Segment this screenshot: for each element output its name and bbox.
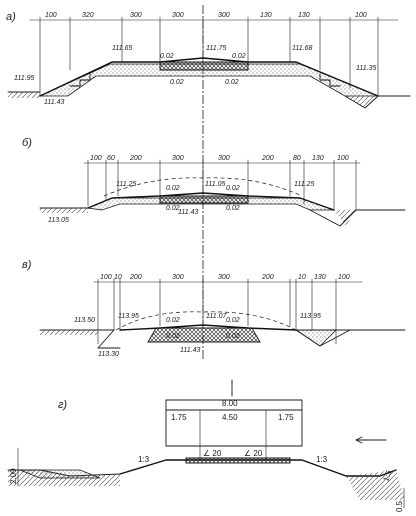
- slope-v-3: 0.02: [166, 333, 180, 340]
- elev-b-4: 113.05: [48, 217, 69, 224]
- elev-v-3: 113.95: [300, 313, 321, 320]
- dim-b-8: 130: [312, 155, 324, 162]
- width-total-g: 8.00: [222, 399, 238, 408]
- pavement-b: [159, 195, 249, 204]
- slope-a-4: 0.02: [225, 79, 239, 86]
- height-g-1: 2.00: [9, 468, 18, 484]
- dim-b-6: 200: [261, 155, 274, 162]
- angle-g-2: ∠ 20: [244, 449, 263, 458]
- dim-b-1: 100: [90, 155, 102, 162]
- dim-v-6: 200: [261, 274, 274, 281]
- dim-v-7: 10: [298, 274, 306, 281]
- elev-a-4: 111.95: [14, 75, 34, 82]
- slope-v-1: 0.02: [166, 317, 180, 324]
- elev-b-5: 111.43: [178, 209, 198, 216]
- dim-b-9: 100: [337, 155, 349, 162]
- slope-a-3: 0.02: [170, 79, 184, 86]
- label-g: г): [58, 399, 67, 411]
- slope-g-2: 1:3: [316, 455, 328, 464]
- dim-a-2: 320: [82, 12, 94, 19]
- dim-b-5: 300: [218, 155, 230, 162]
- pavement-g: [185, 457, 291, 464]
- slope-g-1: 1:3: [138, 455, 150, 464]
- dim-v-1: 100: [100, 274, 112, 281]
- elev-a-1: 111.65: [112, 45, 132, 52]
- slope-a-2: 0.02: [232, 53, 246, 60]
- slope-b-2: 0.02: [226, 185, 240, 192]
- elev-v-5: 113.30: [98, 351, 119, 358]
- dim-a-5: 300: [218, 12, 230, 19]
- slope-b-3: 0.02: [166, 205, 180, 212]
- section-b: б) 100 60 200 300 300 200 80 130 100: [22, 137, 406, 227]
- dim-v-5: 300: [218, 274, 230, 281]
- elev-a-3: 111.68: [292, 45, 312, 52]
- direction-arrow-icon: [355, 436, 387, 444]
- dim-v-4: 300: [172, 274, 184, 281]
- elev-a-2: 111.75: [206, 45, 226, 52]
- slope-b-1: 0.02: [166, 185, 180, 192]
- section-v: в) 100 10 200 300 300 200 10 130 100: [22, 259, 406, 358]
- section-g: г) 8.00 1.75 4.50 1.75 ∠ 20 ∠ 20 2.00 0.…: [7, 379, 405, 512]
- dim-g-1: 1.75: [171, 413, 187, 422]
- dim-b-7: 80: [293, 155, 301, 162]
- dim-v-2: 10: [114, 274, 122, 281]
- pavement-a: [159, 61, 249, 71]
- label-b: б): [22, 137, 32, 149]
- pavement-v: [147, 327, 261, 343]
- dim-frame-g: [165, 399, 303, 447]
- slope-g-3: 1:5: [381, 469, 393, 483]
- slope-v-2: 0.02: [226, 317, 240, 324]
- dim-a-1: 100: [45, 12, 57, 19]
- elev-v-6: 111.43: [180, 347, 200, 354]
- slope-v-4: 0.02: [226, 333, 240, 340]
- elev-a-5: 111.35: [356, 65, 376, 72]
- angle-g-1: ∠ 20: [203, 449, 222, 458]
- label-v: в): [22, 259, 32, 271]
- dim-g-2: 4.50: [222, 413, 238, 422]
- elev-b-3: 111.25: [294, 181, 314, 188]
- elev-b-1: 111.25: [116, 181, 136, 188]
- dim-v-8: 130: [314, 274, 326, 281]
- slope-b-4: 0.02: [226, 205, 240, 212]
- dim-v-9: 100: [338, 274, 350, 281]
- dim-v-3: 200: [129, 274, 142, 281]
- height-g-2: 0.5: [395, 500, 404, 512]
- dim-ticks-a: [39, 16, 379, 97]
- elev-v-1: 113.95: [118, 313, 139, 320]
- label-a: а): [6, 11, 16, 23]
- elev-v-4: 113.50: [74, 317, 95, 324]
- elev-v-2: 111.07: [206, 313, 227, 320]
- dim-b-4: 300: [172, 155, 184, 162]
- elev-a-6: 111.43: [44, 99, 64, 106]
- dim-b-3: 200: [129, 155, 142, 162]
- section-a: а) 100 320 300 300 300 130 130 100: [6, 11, 411, 109]
- slope-a-1: 0.02: [160, 53, 174, 60]
- dim-a-7: 130: [298, 12, 310, 19]
- dim-a-3: 300: [130, 12, 142, 19]
- dim-a-4: 300: [172, 12, 184, 19]
- dim-a-8: 100: [355, 12, 367, 19]
- dim-g-3: 1.75: [278, 413, 294, 422]
- elev-b-2: 111.05: [205, 181, 225, 188]
- dim-a-6: 130: [260, 12, 272, 19]
- dim-b-2: 60: [107, 155, 115, 162]
